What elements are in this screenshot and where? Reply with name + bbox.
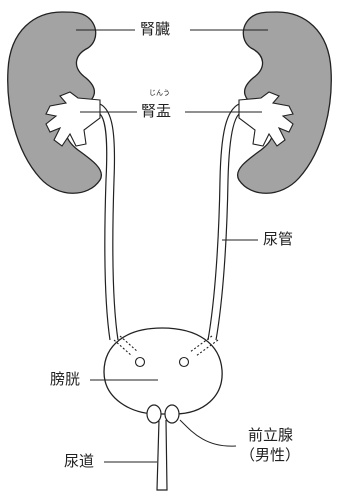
right-ureter [208,104,239,340]
right-ureteral-orifice [180,358,189,367]
urethra-label: 尿道 [62,454,96,469]
prostate-leader [180,420,236,446]
urethra-tube [157,420,167,490]
prostate-label-line2: （男性） [240,446,300,466]
prostate-label-line1: 前立腺 [240,426,300,446]
bladder-label: 膀胱 [48,372,82,387]
kidney-label: 腎臓 [138,22,172,37]
ureter-label: 尿管 [261,232,295,247]
left-ureter [100,104,118,340]
prostate-label: 前立腺 （男性） [240,426,300,465]
renal-pelvis-label: 腎盂 [139,104,173,119]
prostate-right-lobe [165,405,179,423]
left-ureteral-orifice [136,358,145,367]
renal-pelvis-ruby: じんう [149,90,170,97]
